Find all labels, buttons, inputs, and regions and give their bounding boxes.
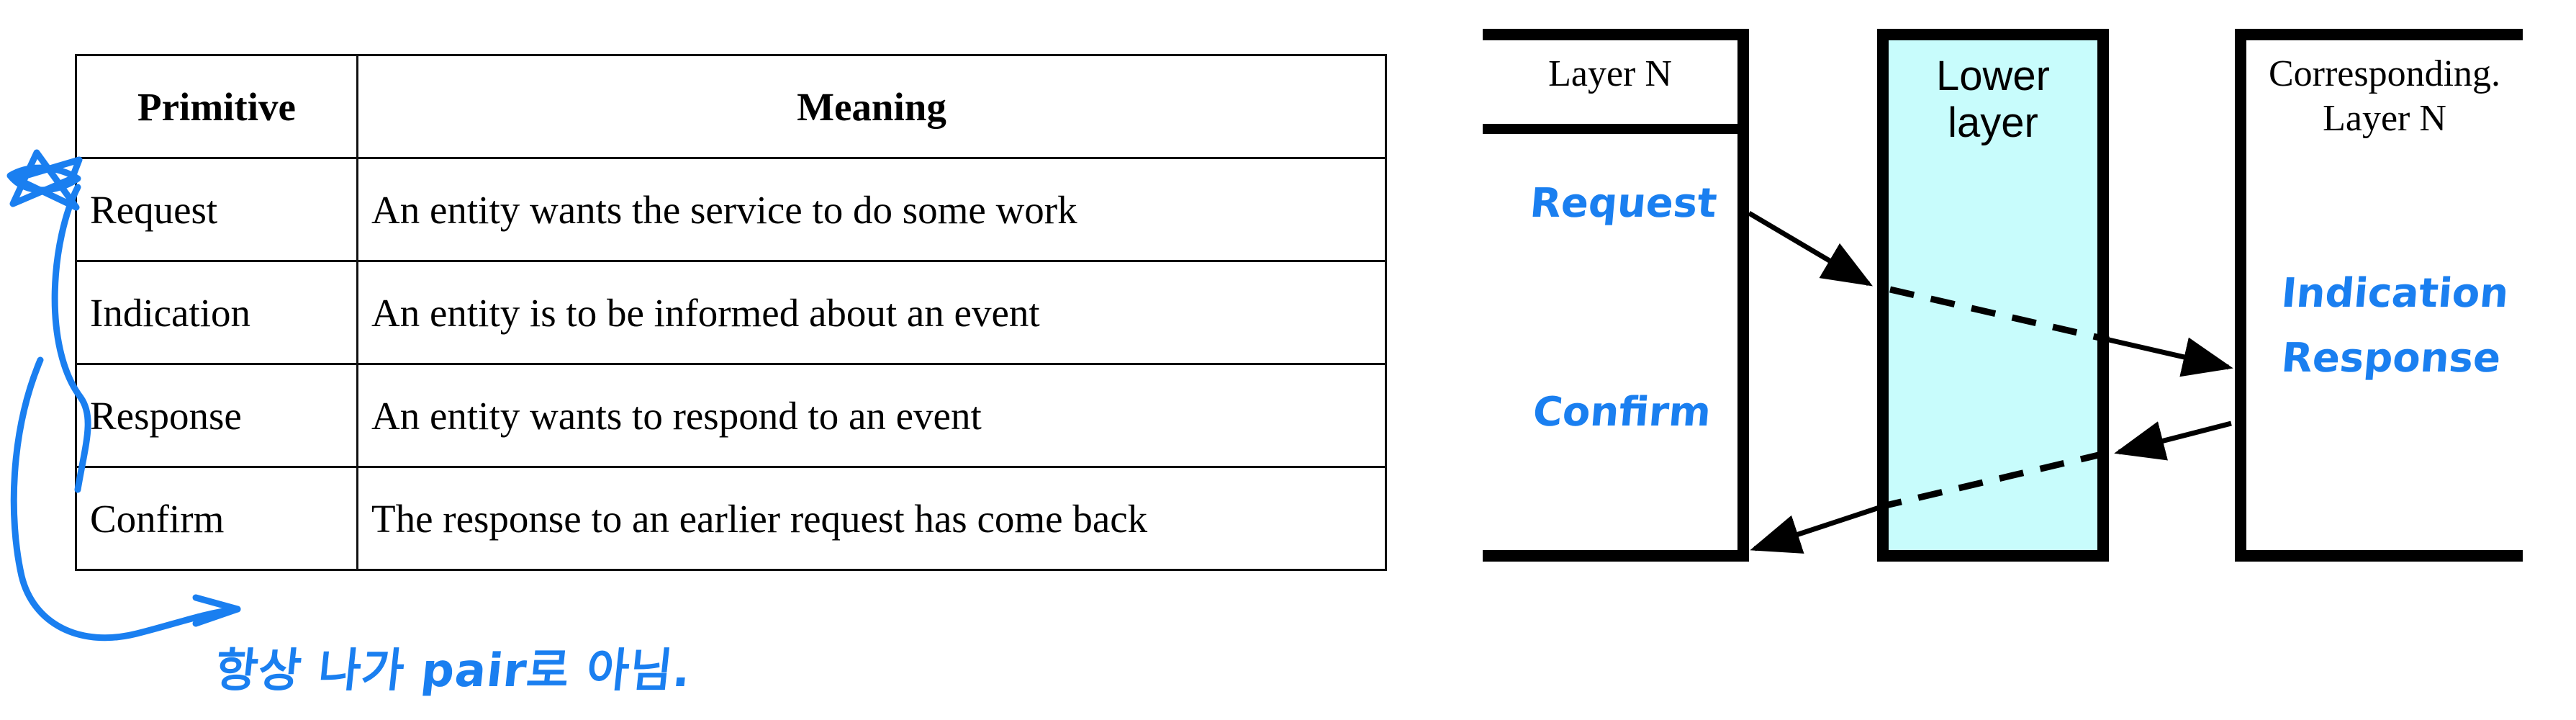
ink-label-response: Response: [2279, 335, 2503, 382]
layer-n-title-rule: [1483, 124, 1749, 134]
ink-label-indication: Indication: [2279, 270, 2511, 317]
cell-meaning: The response to an earlier request has c…: [356, 466, 1387, 571]
lower-layer-title-line2: layer: [1948, 99, 2038, 146]
layer-n-box: Layer N: [1483, 29, 1749, 562]
table-row: Request An entity wants the service to d…: [75, 157, 1387, 262]
cell-meaning: An entity wants to respond to an event: [356, 363, 1387, 468]
arrow-indication: [2108, 337, 2233, 377]
lower-layer-box: Lower layer: [1877, 29, 2109, 562]
cell-primitive: Response: [75, 363, 358, 468]
cell-primitive: Indication: [75, 260, 358, 365]
column-header-primitive: Primitive: [75, 54, 358, 159]
note-arrowhead-icon: [192, 594, 241, 627]
primitives-table: Primitive Meaning Request An entity want…: [75, 54, 1387, 571]
cell-primitive: Request: [75, 157, 358, 262]
column-header-meaning: Meaning: [356, 54, 1387, 159]
ink-label-confirm: Confirm: [1531, 389, 1713, 436]
star-mark-icon: [6, 149, 83, 211]
corresponding-layer-n-box: Corresponding. Layer N: [2235, 29, 2523, 562]
table-row: Response An entity wants to respond to a…: [75, 363, 1387, 468]
arrow-confirm: [1750, 503, 1887, 554]
layer-n-title: Layer N: [1548, 53, 1672, 94]
table-header-row: Primitive Meaning: [75, 54, 1387, 159]
cell-primitive: Confirm: [75, 466, 358, 571]
corresponding-title-line1: Corresponding.: [2268, 53, 2501, 94]
table-row: Confirm The response to an earlier reque…: [75, 466, 1387, 571]
cell-meaning: An entity wants the service to do some w…: [356, 157, 1387, 262]
cell-meaning: An entity is to be informed about an eve…: [356, 260, 1387, 365]
table-row: Indication An entity is to be informed a…: [75, 260, 1387, 365]
korean-handwritten-note: 항상 나가 pair로 아님.: [212, 644, 695, 698]
arrow-response: [2114, 420, 2232, 461]
arrow-request: [1748, 210, 1874, 287]
ink-label-request: Request: [1528, 180, 1719, 227]
lower-layer-title-line1: Lower: [1936, 53, 2050, 99]
corresponding-title-line2: Layer N: [2323, 98, 2446, 140]
